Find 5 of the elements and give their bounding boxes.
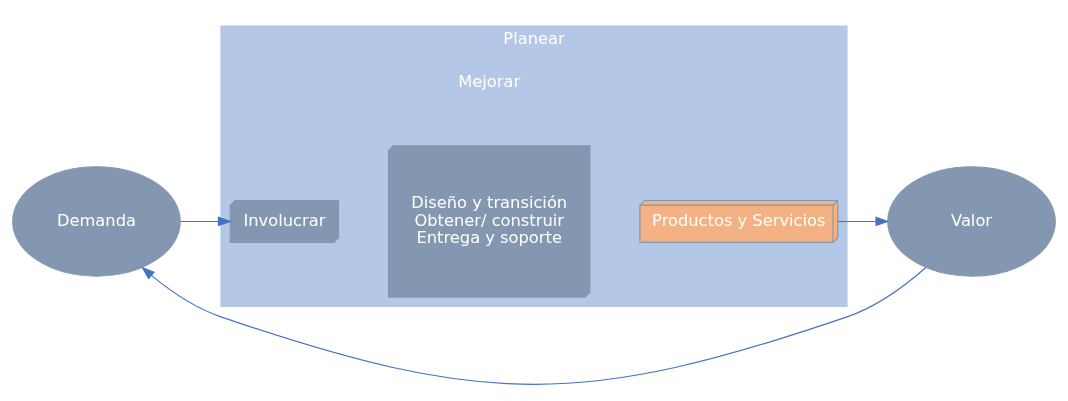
arrow xyxy=(837,216,890,227)
node-ellipse: Demanda xyxy=(12,166,181,277)
arrow xyxy=(180,216,232,227)
arrow xyxy=(141,266,927,385)
node-ellipse: Valor xyxy=(887,166,1056,277)
